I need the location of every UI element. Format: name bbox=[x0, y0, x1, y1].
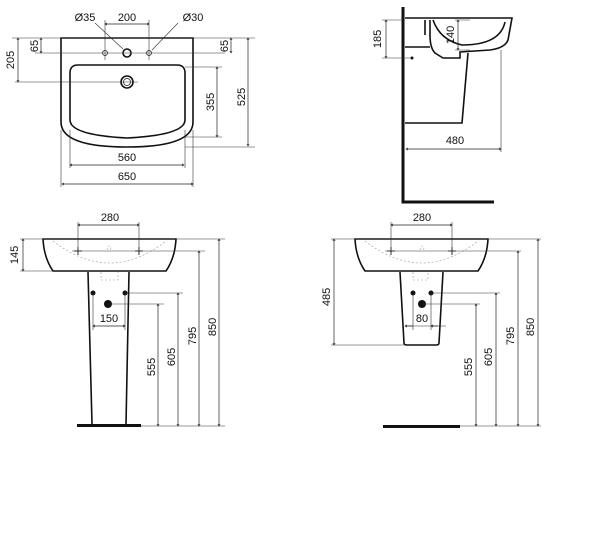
dim-tap-spacing-semi: 280 bbox=[413, 212, 431, 224]
tap-marks bbox=[74, 247, 143, 255]
dim-hole-right: Ø30 bbox=[183, 12, 204, 24]
dim-supply-height-semi: 605 bbox=[483, 348, 495, 366]
front-pedestal-view: 280 145 150 555 605 795 850 bbox=[9, 212, 225, 427]
dim-tap-spacing-front: 280 bbox=[101, 212, 119, 224]
dim-waste-from-back: 205 bbox=[5, 51, 17, 69]
dim-overall-width: 650 bbox=[118, 171, 136, 183]
dim-supply-height: 605 bbox=[166, 348, 178, 366]
extension-lines bbox=[331, 222, 541, 427]
basin-front bbox=[42, 238, 177, 272]
dim-fixing-height: 185 bbox=[372, 30, 384, 48]
center-hole bbox=[419, 245, 425, 251]
dim-overall-depth: 525 bbox=[236, 88, 248, 106]
center-hole bbox=[106, 245, 112, 251]
dim-tap-height: 795 bbox=[187, 327, 199, 345]
dim-rim-height: 145 bbox=[9, 246, 21, 264]
extension-lines bbox=[20, 222, 225, 427]
pedestal-base bbox=[77, 424, 141, 427]
dim-projection: 480 bbox=[446, 135, 464, 147]
leader-lines bbox=[94, 22, 179, 51]
dim-bowl-depth: 355 bbox=[205, 93, 217, 111]
dim-tap-spacing: 200 bbox=[118, 12, 136, 24]
pedestal bbox=[87, 271, 130, 425]
dim-bowl-width: 560 bbox=[118, 152, 136, 164]
bowl-outline bbox=[69, 64, 186, 139]
dim-right-offset: 65 bbox=[219, 40, 231, 52]
side-view: 185 140 480 bbox=[372, 7, 513, 204]
dim-tap-height-semi: 795 bbox=[505, 327, 517, 345]
dim-overall-height-semi: 850 bbox=[525, 318, 537, 336]
extension-lines bbox=[382, 19, 502, 152]
semi-pedestal bbox=[399, 271, 444, 346]
dim-waste-height: 555 bbox=[146, 358, 158, 376]
dim-supply-spacing: 150 bbox=[100, 313, 118, 325]
bowl-hidden-line bbox=[52, 240, 167, 264]
dim-overall-height: 850 bbox=[207, 318, 219, 336]
dim-hole-left: Ø35 bbox=[75, 12, 96, 24]
dim-waste-height-semi: 555 bbox=[463, 358, 475, 376]
basin-profile bbox=[405, 17, 513, 59]
basin-outline bbox=[60, 37, 194, 148]
tap-marks bbox=[387, 247, 456, 255]
basin-front bbox=[354, 238, 489, 272]
dim-left-offset: 65 bbox=[29, 40, 41, 52]
bowl-profile bbox=[432, 19, 506, 46]
dim-supply-spacing-semi: 80 bbox=[416, 313, 428, 325]
trap-hidden bbox=[412, 272, 429, 281]
top-view: 200 Ø35 Ø30 65 205 65 355 525 560 650 bbox=[5, 12, 255, 187]
dim-bowl-depth-side: 140 bbox=[445, 26, 457, 44]
extension-lines bbox=[12, 20, 255, 187]
front-semi-pedestal-view: 280 485 80 555 605 795 850 bbox=[321, 212, 541, 428]
semi-pedestal-profile bbox=[405, 52, 469, 124]
trap-hidden bbox=[100, 272, 119, 281]
bowl-hidden-line bbox=[364, 240, 479, 264]
dim-basin-height: 485 bbox=[321, 288, 333, 306]
wall-and-floor bbox=[401, 7, 494, 204]
floor-line bbox=[383, 425, 460, 428]
